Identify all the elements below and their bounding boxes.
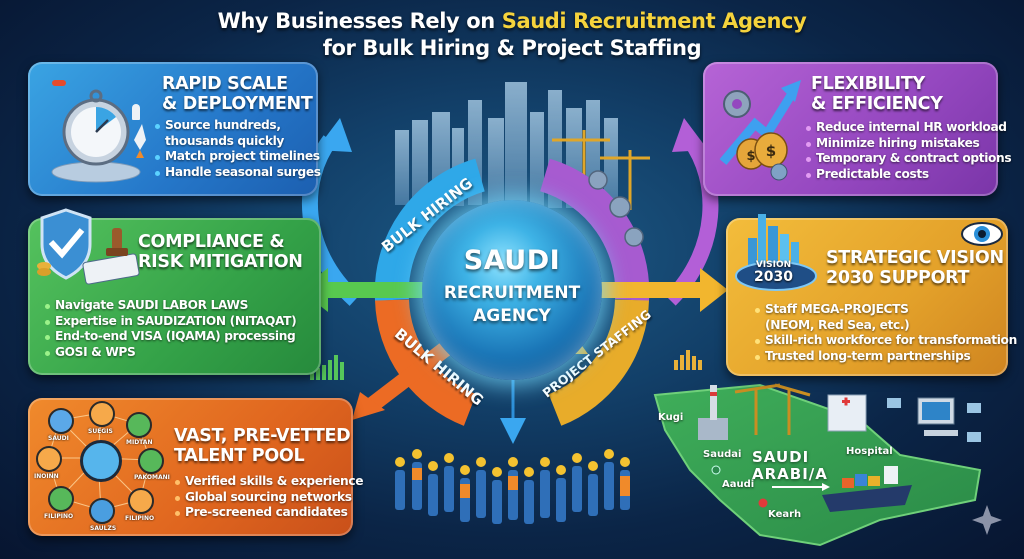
blue-curved-arrow: [301, 135, 361, 306]
avatar-label: SUEGIS: [88, 428, 113, 435]
svg-text:$: $: [746, 149, 755, 164]
map-label-kearh: Kearh: [768, 509, 802, 520]
bullet-item: Temporary & contract options: [805, 151, 1012, 167]
title-line-1: Why Businesses Rely on Saudi Recruitment…: [217, 9, 807, 33]
rocket-icon: [132, 104, 140, 120]
svg-text:$: $: [766, 142, 776, 160]
ring-purple-segment: [539, 158, 650, 302]
page-title: Why Businesses Rely on Saudi Recruitment…: [0, 8, 1024, 62]
card-talent-pool: SAUDI SUEGIS MIDTAN INOINN PAKOMANI FILI…: [28, 398, 363, 536]
card-title: COMPLIANCE &RISK MITIGATION: [138, 232, 303, 272]
shield-check-icon: [37, 208, 140, 285]
growth-arrow-money-icon: $ $: [719, 80, 801, 181]
orb-subtitle-1: RECRUITMENT: [443, 283, 581, 303]
ring-blue-segment: [374, 158, 486, 302]
avatar: [48, 408, 74, 434]
vision-2030-city-icon: [735, 214, 817, 291]
avatar-label: SAULZS: [90, 525, 117, 532]
location-pin-icon: [711, 465, 721, 475]
card-rapid-scale: RAPID SCALE& DEPLOYMENT Source hundreds,…: [28, 62, 321, 196]
avatar-label: PAKOMANI: [134, 474, 170, 481]
central-orb: SAUDI RECRUITMENT AGENCY: [422, 200, 602, 380]
card-title: FLEXIBILITY& EFFICIENCY: [811, 74, 943, 114]
ring-gold-segment: [548, 299, 649, 426]
bullet-item: Verified skills & experience: [174, 474, 363, 490]
bullet-item: Match project timelines: [154, 149, 321, 165]
bullet-item: thousands quickly: [165, 133, 285, 148]
card-flexibility: $ $ FLEXIBILITY& EFFICIENCY Reduce inter…: [703, 62, 1012, 196]
purple-curved-arrow: [664, 135, 719, 306]
bar-chart-icon: [310, 355, 344, 380]
bullet-item: GOSI & WPS: [44, 345, 296, 361]
bullet-item: Pre-screened candidates: [174, 505, 363, 521]
bullet-item: Global sourcing networks: [174, 490, 363, 506]
cargo-ship-icon: [822, 466, 912, 512]
avatar: [128, 488, 154, 514]
crane-icon: [734, 383, 811, 435]
location-pin-icon: [758, 498, 768, 508]
card-bullet-list: Source hundreds, thousands quickly Match…: [154, 118, 321, 180]
gold-arrow-shaft: [598, 282, 708, 298]
map-label-aaudi: Aaudi: [722, 479, 755, 490]
card-compliance: COMPLIANCE &RISK MITIGATION Navigate SAU…: [28, 208, 321, 375]
map-label-saudai: Saudai: [703, 449, 742, 460]
avatar-label: FILIPINO: [125, 515, 155, 522]
sparkle-icon: [972, 505, 1002, 535]
bullet-item: Predictable costs: [805, 167, 1011, 183]
workers-crowd: [395, 449, 630, 524]
card-bullet-list: Verified skills & experience Global sour…: [174, 474, 363, 521]
bullet-item: Reduce internal HR workload: [805, 120, 1011, 136]
gear-icon: [588, 170, 644, 247]
computer-icon: [917, 397, 958, 436]
vision-badge: VISION 2030: [754, 260, 793, 285]
bullet-item: Skill-rich workforce for transformation: [754, 333, 1017, 349]
avatar: [48, 486, 74, 512]
bullet-item: End-to-end VISA (IQAMA) processing: [44, 329, 296, 345]
stopwatch-icon: [51, 89, 146, 183]
title-line-2: for Bulk Hiring & Project Staffing: [322, 36, 702, 60]
bullet-item: Minimize hiring mistakes: [805, 136, 1011, 152]
card-bullet-list: Reduce internal HR workload Minimize hir…: [805, 120, 1012, 183]
factory-icon: [698, 385, 728, 440]
orb-subtitle-2: AGENCY: [473, 306, 551, 326]
bullet-item: Navigate SAUDI LABOR LAWS: [44, 298, 296, 314]
avatar-label: SAUDI: [48, 435, 69, 442]
avatar-label: INOINN: [34, 473, 59, 480]
green-arrow-shaft: [320, 282, 430, 298]
bullet-item: Trusted long-term partnerships: [754, 349, 1017, 365]
bullet-item: Handle seasonal surges: [154, 165, 321, 181]
avatar: [36, 446, 62, 472]
avatar: [126, 412, 152, 438]
down-arrow: [500, 418, 526, 444]
avatar: [89, 401, 115, 427]
eye-icon: [961, 222, 1003, 246]
avatar-center: [80, 440, 122, 482]
crane-icon: [552, 130, 650, 210]
avatar: [89, 498, 115, 524]
map-label-kugi: Kugi: [658, 412, 684, 423]
gold-arrow-head: [700, 268, 728, 312]
card-bullet-list: Navigate SAUDI LABOR LAWS Expertise in S…: [44, 298, 297, 361]
person-flying-icon: [52, 80, 66, 86]
bullet-item: Staff MEGA-PROJECTS: [754, 302, 1017, 318]
bullet-item: Source hundreds,: [154, 118, 321, 134]
orb-title: SAUDI: [463, 245, 561, 276]
bullet-item: Expertise in SAUDIZATION (NITAQAT): [44, 314, 297, 330]
title-highlight: Saudi Recruitment Agency: [501, 9, 807, 33]
bullet-item: (NEOM, Red Sea, etc.): [765, 317, 910, 332]
map-label-hospital: Hospital: [846, 446, 893, 457]
card-title: RAPID SCALE& DEPLOYMENT: [162, 74, 313, 114]
hospital-icon: [827, 394, 867, 432]
avatar-label: MIDTAN: [126, 439, 153, 446]
card-bullet-list: Staff MEGA-PROJECTS (NEOM, Red Sea, etc.…: [754, 302, 1017, 364]
network-node-icon: [887, 398, 981, 442]
avatar: [138, 448, 164, 474]
avatar-label: FILIPINO: [44, 513, 74, 520]
bar-chart-icon: [674, 350, 702, 370]
